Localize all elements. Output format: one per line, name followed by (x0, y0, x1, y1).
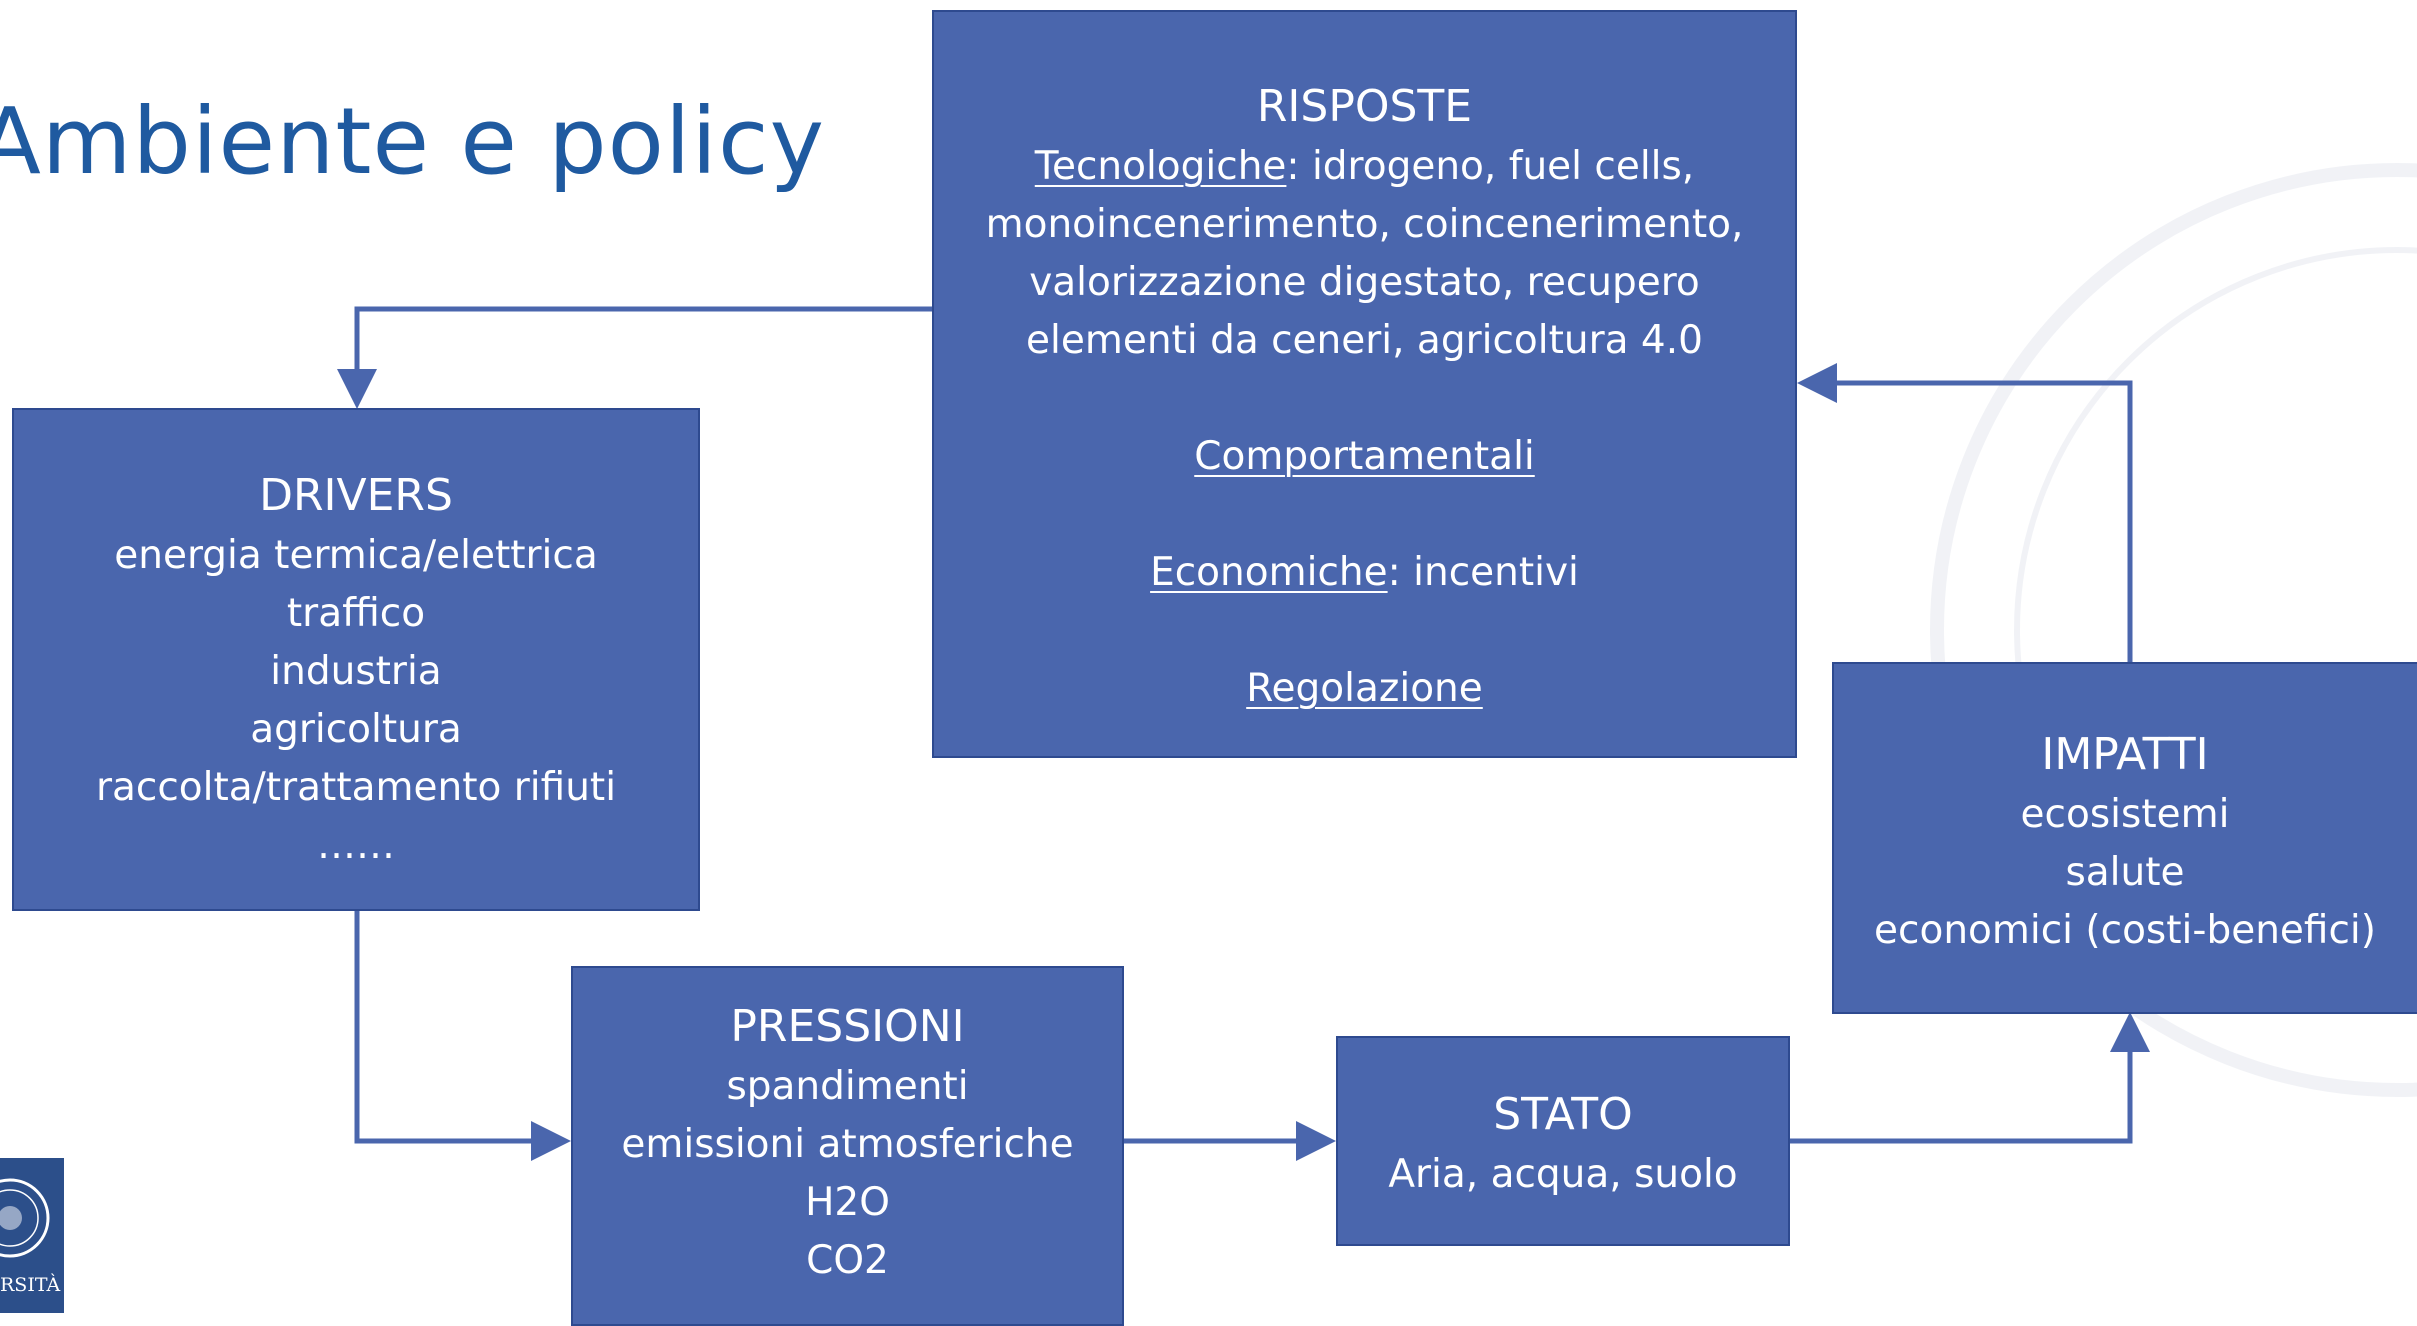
risposte-heading: RISPOSTE (1256, 81, 1473, 132)
arrow-risposte-to-drivers (337, 306, 932, 409)
arrow-impatti-to-risposte (1797, 363, 2133, 662)
drivers-item: …… (317, 823, 395, 868)
drivers-heading: DRIVERS (259, 470, 453, 521)
tech-line: valorizzazione digestato, recupero (1029, 260, 1700, 305)
drivers-item: raccolta/trattamento rifiuti (95, 765, 617, 810)
pressioni-item: emissioni atmosferiche (621, 1122, 1074, 1167)
impatti-item: salute (2065, 850, 2185, 895)
pressioni-item: spandimenti (726, 1064, 969, 1109)
logo-text: RSITÀ (0, 1274, 61, 1296)
seal-icon (0, 1178, 50, 1258)
tech-text: : idrogeno, fuel cells, (1286, 144, 1695, 189)
risposte-tech-line: Tecnologiche: idrogeno, fuel cells, (934, 138, 1795, 196)
impatti-item: ecosistemi (2020, 792, 2230, 837)
stato-heading: STATO (1493, 1089, 1633, 1140)
slide-title: Ambiente e policy (0, 88, 826, 195)
university-logo: RSITÀ (0, 1158, 64, 1313)
tech-label: Tecnologiche (1034, 144, 1287, 189)
tech-line: monoincenerimento, coincenerimento, (985, 202, 1744, 247)
tech-line: elementi da ceneri, agricoltura 4.0 (1026, 318, 1703, 363)
pressioni-item: H2O (805, 1180, 890, 1225)
econ-text: : incentivi (1387, 550, 1579, 595)
arrow-drivers-to-pressioni (354, 910, 571, 1161)
drivers-item: agricoltura (250, 707, 462, 752)
risposte-box: RISPOSTE Tecnologiche: idrogeno, fuel ce… (932, 10, 1797, 758)
drivers-item: industria (270, 649, 442, 694)
pressioni-box: PRESSIONI spandimenti emissioni atmosfer… (571, 966, 1124, 1326)
pressioni-item: CO2 (806, 1238, 889, 1283)
stato-box: STATO Aria, acqua, suolo (1336, 1036, 1790, 1246)
drivers-item: traffico (286, 591, 426, 636)
econ-label: Economiche (1150, 550, 1388, 595)
regolazione-label: Regolazione (1246, 666, 1483, 711)
risposte-econ-line: Economiche: incentivi (934, 544, 1795, 602)
drivers-item: energia termica/elettrica (114, 533, 598, 578)
comportamentali-label: Comportamentali (1194, 434, 1535, 479)
arrow-stato-to-impatti (1788, 1012, 2150, 1144)
impatti-heading: IMPATTI (2041, 729, 2209, 780)
drivers-box: DRIVERS energia termica/elettrica traffi… (12, 408, 700, 911)
stato-item: Aria, acqua, suolo (1388, 1152, 1738, 1197)
impatti-box: IMPATTI ecosistemi salute economici (cos… (1832, 662, 2417, 1014)
pressioni-heading: PRESSIONI (730, 1001, 965, 1052)
impatti-item: economici (costi-benefici) (1874, 908, 2376, 953)
